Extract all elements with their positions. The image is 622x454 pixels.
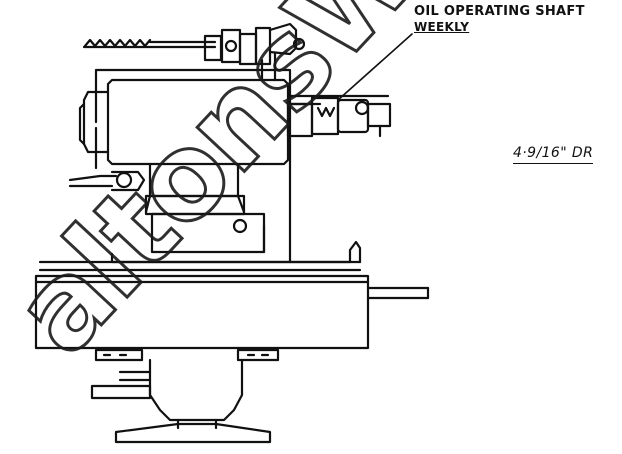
weekly-label: WEEKLY — [414, 20, 470, 34]
table-rail — [38, 240, 362, 272]
head-housing — [78, 78, 290, 166]
back-frame — [94, 68, 292, 264]
operating-shaft — [286, 94, 392, 138]
clamp-blocks — [94, 348, 280, 362]
base-block — [150, 212, 266, 254]
side-lever — [68, 170, 146, 192]
table-body — [34, 274, 430, 350]
leader-line — [337, 33, 413, 101]
column-neck — [144, 162, 246, 216]
oil-operating-shaft-label: OIL OPERATING SHAFT — [414, 4, 585, 19]
spring-rack — [82, 38, 217, 49]
dimension-label: 4·9/16" DR — [513, 144, 594, 164]
pedestal — [90, 358, 272, 444]
